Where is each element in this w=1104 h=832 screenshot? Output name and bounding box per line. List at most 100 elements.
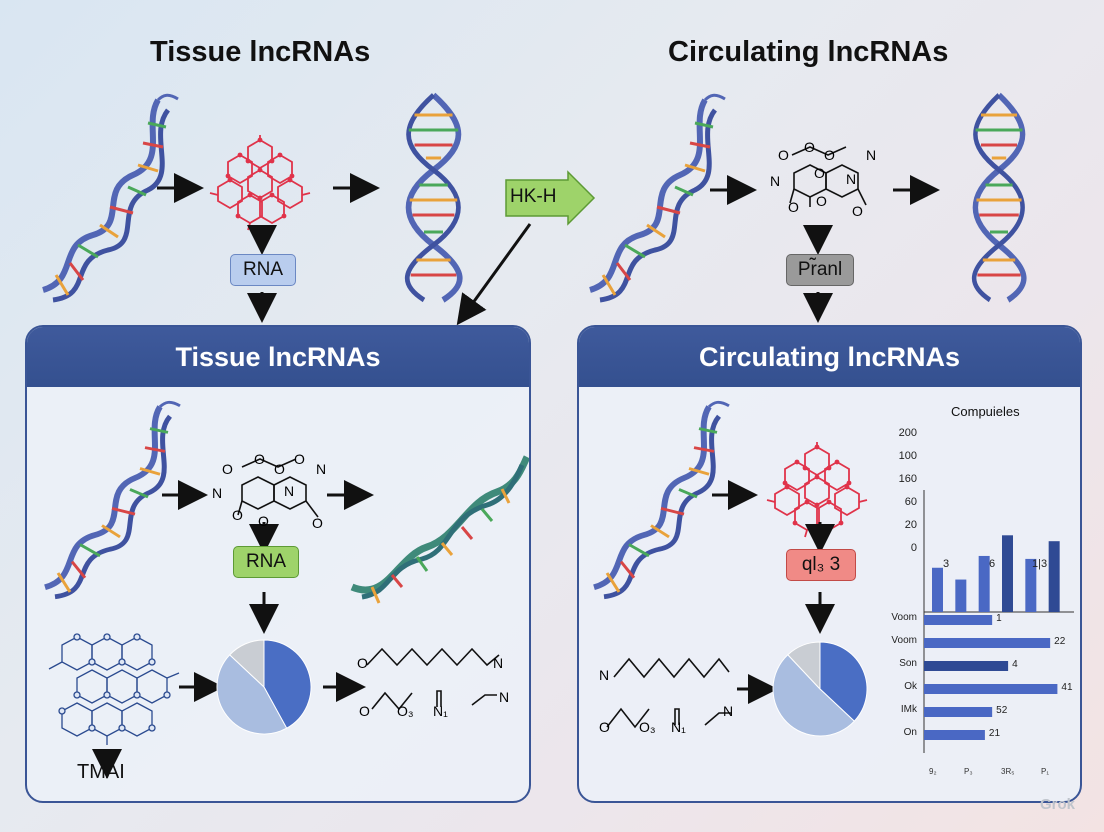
helix-top-center-left: [407, 95, 460, 300]
panel-circulating-graphics: [579, 387, 1074, 753]
atom-label: N₁: [433, 703, 448, 719]
hbar-category: Voom: [891, 635, 917, 646]
vbar-bar: [978, 555, 990, 612]
chain-panel-right: [606, 657, 731, 729]
vbar-ytick: 60: [904, 496, 917, 508]
title-tissue-top: Tissue lncRNAs: [150, 36, 371, 68]
atom-label: N: [846, 171, 857, 187]
vbar-ytick: 200: [898, 427, 917, 439]
hbar-xtick: 3R₅: [1001, 767, 1015, 776]
atom-label: O: [359, 703, 370, 719]
vbar-ytick: 20: [904, 519, 917, 531]
atom-label: O: [258, 513, 269, 529]
hbar-category: IMk: [900, 704, 917, 715]
hbar-category: On: [903, 727, 917, 738]
atom-label: O: [254, 451, 265, 467]
atom-label: O: [294, 451, 305, 467]
pie-panel-right: [772, 641, 868, 737]
hbar-value: 22: [1054, 636, 1066, 647]
atom-label: O: [274, 461, 285, 477]
panel-circulating-header: Circulating lncRNAs: [579, 327, 1080, 387]
molecule-top-right-labels: O O O N N O N O O O: [770, 135, 890, 225]
atom-label: O: [824, 147, 835, 163]
molecule-panel-left: [237, 458, 319, 518]
pie-slice: [772, 654, 855, 737]
hbar-category: Son: [899, 658, 917, 669]
hbar-value: 4: [1012, 659, 1018, 670]
atom-label: O: [778, 147, 789, 163]
rna-box-top: RNA: [230, 254, 296, 286]
arrow-diagonal-to-panel: [456, 223, 532, 326]
vbar-bar: [932, 567, 943, 612]
atom-label: O: [599, 719, 610, 735]
hbar-xtick: P₃: [964, 767, 973, 776]
hkh-arrow-shape: [505, 170, 596, 226]
pie-slice: [787, 641, 821, 691]
atom-label: N: [866, 147, 877, 163]
molecule-panel-left-labels: O O O O N N N O O O: [212, 447, 332, 537]
protein-top-left: [209, 134, 311, 231]
atom-label: N: [723, 703, 734, 719]
pie-slice: [263, 639, 312, 729]
atom-label: O: [788, 199, 799, 215]
molecule-top-right: [789, 146, 867, 207]
network-graph: [48, 633, 180, 745]
panel-tissue-graphics: [27, 387, 529, 779]
prnl-box-top: Pr̃anl: [786, 254, 854, 286]
panel-circulating: Circulating lncRNAs ql₃ 3 N O O₃ N₁: [577, 325, 1082, 803]
hbar-bar: [924, 615, 993, 625]
atom-label: O: [357, 655, 368, 671]
bar-chart-horizontal: [923, 607, 1058, 753]
atom-label: O₃: [639, 719, 656, 735]
atom-label: N: [212, 485, 223, 501]
panel-tissue-header: Tissue lncRNAs: [27, 327, 529, 387]
vbar-xtick: 1|3: [1032, 558, 1048, 570]
atom-label: N: [499, 689, 510, 705]
watermark: Grok: [1040, 796, 1076, 813]
helix-top-far-right: [974, 95, 1024, 300]
hbar-xtick: P₁: [1041, 767, 1050, 776]
bar-chart-vertical: [923, 490, 1074, 613]
vbar-bar: [955, 579, 967, 612]
vbar-yticks: 200 100 160 60 20 0: [885, 427, 917, 562]
atom-label: N: [316, 461, 327, 477]
title-circulating-top: Circulating lncRNAs: [668, 36, 949, 68]
vbar-ytick: 0: [910, 542, 917, 554]
atom-label: O: [852, 203, 863, 219]
vbar-xtick: 3: [943, 558, 950, 570]
hbar-bar: [924, 684, 1058, 694]
hbar-category: Voom: [891, 612, 917, 623]
helix-top-left: [43, 95, 178, 300]
atom-label: O₃: [397, 703, 414, 719]
hbar-value: 1: [996, 613, 1002, 624]
hbar-bar: [924, 661, 1009, 671]
pie-slice: [229, 639, 265, 689]
panel-tissue: Tissue lncRNAs: [25, 325, 531, 803]
vbar-bar: [1048, 541, 1060, 612]
hbar-bar: [924, 730, 985, 740]
atom-label: O: [222, 461, 233, 477]
atom-label: O: [816, 193, 827, 209]
vbar-ytick: 160: [898, 473, 917, 485]
vbar-bar: [1025, 558, 1037, 612]
helix-top-right: [590, 95, 725, 300]
atom-label: N: [493, 655, 504, 671]
atom-label: N: [599, 667, 610, 683]
green-helix-panel: [350, 455, 529, 604]
rna-box-panel: RNA: [233, 546, 299, 578]
vbar-xtick: 6: [989, 558, 996, 570]
vbar-bar: [1002, 535, 1013, 612]
hbar-value: 41: [1061, 682, 1073, 693]
ql3-box-panel: ql₃ 3: [786, 549, 856, 581]
vbar-ytick: 100: [898, 450, 917, 462]
atom-label: N₁: [671, 719, 686, 735]
pie-slice: [819, 641, 868, 722]
vbar-title: Compuieles: [951, 404, 1020, 419]
tmai-label: TMAI: [77, 761, 125, 783]
chain-panel-left: [366, 647, 500, 711]
hbar-xticks: 9₂ P₃ 3R₅ P₁: [929, 767, 1079, 781]
hbar-value: 52: [996, 705, 1008, 716]
